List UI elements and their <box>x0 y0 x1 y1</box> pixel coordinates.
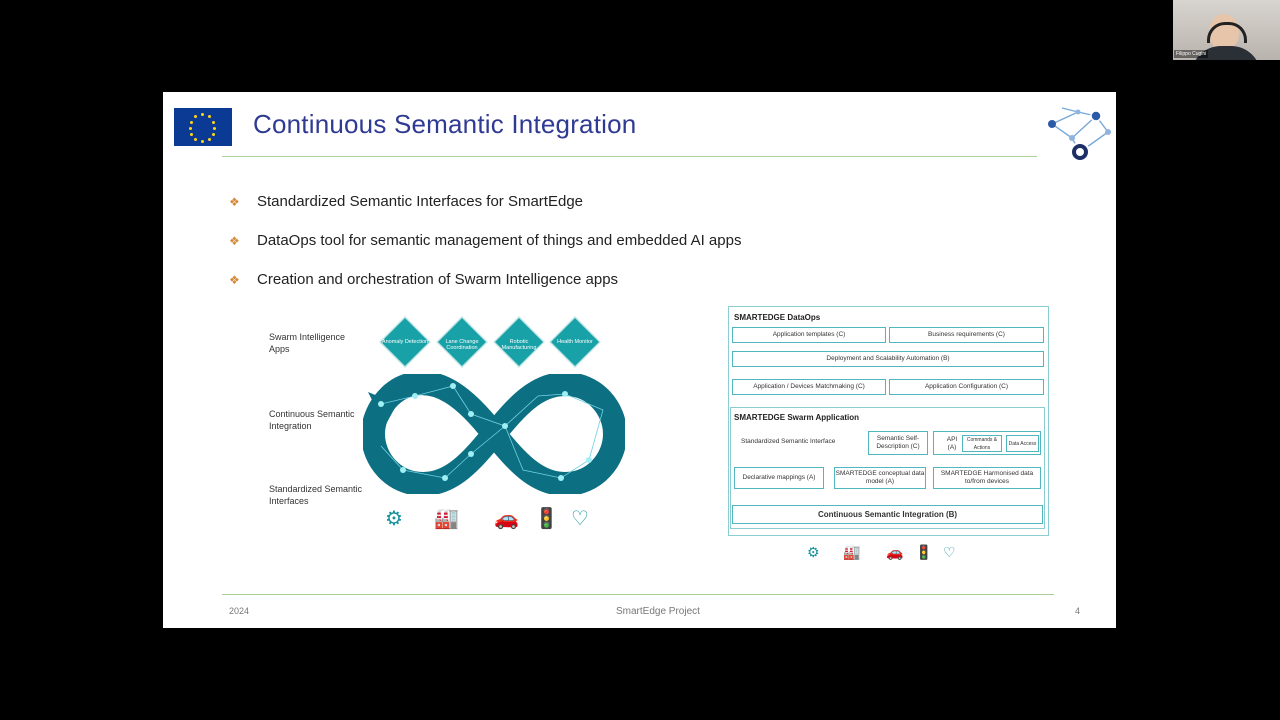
layer-label-swarm: Swarm Intelligence Apps <box>269 332 346 354</box>
traffic-light-icon: 🚦 <box>915 544 933 560</box>
conceptual-box: SMARTEDGE conceptual data model (A) <box>834 467 926 489</box>
heart-monitor-icon: ♡ <box>943 544 956 560</box>
diamond-bullet-icon: ❖ <box>229 272 240 287</box>
data-access-box: Data Access <box>1006 435 1039 452</box>
app-label: Robotic Manufacturing <box>501 339 537 351</box>
infinity-loop-icon <box>363 374 625 494</box>
page-number: 4 <box>1075 606 1081 616</box>
footer-project: SmartEdge Project <box>616 606 700 617</box>
declarative-box: Declarative mappings (A) <box>734 467 824 489</box>
std-interface-label: Standardized Semantic Interface <box>741 438 836 445</box>
headset-icon <box>1207 22 1247 43</box>
matchmaking-box: Application / Devices Matchmaking (C) <box>732 379 886 395</box>
car-icon: 🚗 <box>494 508 519 530</box>
diamond-bullet-icon: ❖ <box>229 233 240 248</box>
presentation-slide: Continuous Semantic Integration ❖Standar… <box>163 92 1116 628</box>
robot-arm-icon: ⚙ <box>385 508 403 530</box>
eu-flag-icon <box>174 108 232 146</box>
heart-monitor-icon: ♡ <box>571 508 589 530</box>
commands-box: Commands & Actions <box>962 435 1002 452</box>
app-templates-box: Application templates (C) <box>732 327 886 343</box>
traffic-light-icon: 🚦 <box>534 508 559 530</box>
layer-label-csi: Continuous Semantic Integration <box>269 409 355 431</box>
participant-body <box>1191 46 1261 60</box>
title-divider <box>222 156 1037 157</box>
architecture-diagram: SMARTEDGE DataOps Application templates … <box>728 306 1049 536</box>
swarm-network-logo-icon <box>1048 107 1111 162</box>
swarm-title: SMARTEDGE Swarm Application <box>734 413 860 422</box>
bullet-item: ❖Creation and orchestration of Swarm Int… <box>229 271 619 288</box>
app-label: Lane Change Coordination <box>445 339 479 351</box>
slide-title: Continuous Semantic Integration <box>253 109 637 139</box>
harmonised-box: SMARTEDGE Harmonised data to/from device… <box>933 467 1041 489</box>
app-label: Anomaly Detection <box>381 339 429 345</box>
business-req-box: Business requirements (C) <box>889 327 1044 343</box>
factory-icon: 🏭 <box>434 508 459 530</box>
bullet-item: ❖Standardized Semantic Interfaces for Sm… <box>229 193 584 210</box>
robot-arm-icon: ⚙ <box>807 544 820 560</box>
csi-box: Continuous Semantic Integration (B) <box>732 505 1043 524</box>
self-description-box: Semantic Self-Description (C) <box>868 431 928 455</box>
footer-year: 2024 <box>229 606 250 616</box>
bullet-item: ❖DataOps tool for semantic management of… <box>229 232 742 249</box>
car-icon: 🚗 <box>886 544 904 560</box>
configuration-box: Application Configuration (C) <box>889 379 1044 395</box>
swarm-panel <box>730 407 1045 529</box>
factory-icon: 🏭 <box>843 544 861 560</box>
dataops-title: SMARTEDGE DataOps <box>734 313 821 322</box>
diamond-bullet-icon: ❖ <box>229 194 240 209</box>
layer-label-interfaces: Standardized Semantic Interfaces <box>269 484 363 506</box>
deployment-box: Deployment and Scalability Automation (B… <box>732 351 1044 367</box>
app-label: Health Monitor <box>557 339 593 345</box>
bullet-list: ❖Standardized Semantic Interfaces for Sm… <box>229 182 1029 299</box>
api-box: API (A) Commands & Actions Data Access <box>933 431 1041 455</box>
webcam-thumbnail[interactable]: Filippo Cugini <box>1173 0 1280 60</box>
footer-divider <box>222 594 1054 595</box>
participant-name: Filippo Cugini <box>1174 50 1209 58</box>
